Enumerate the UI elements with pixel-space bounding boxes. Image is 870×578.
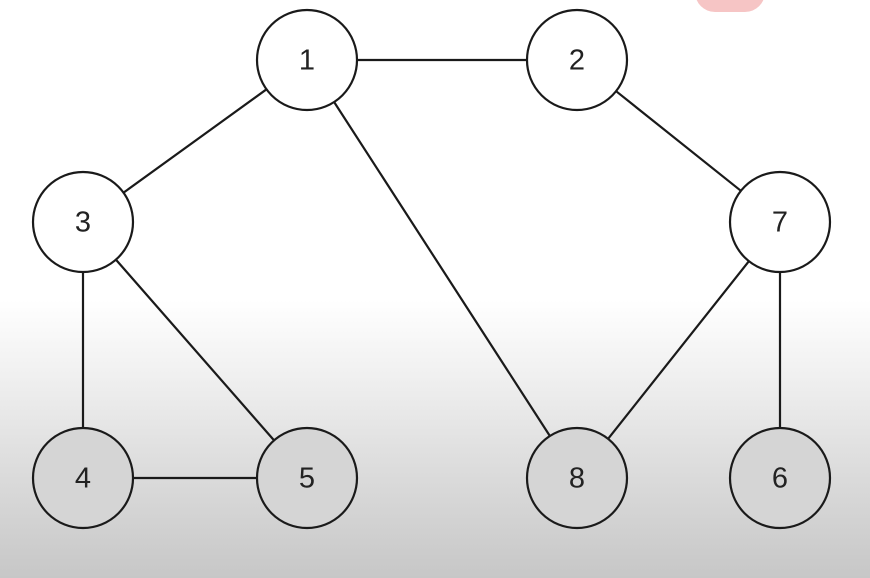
node-circle: [728, 170, 832, 274]
node-label: 4: [75, 463, 91, 495]
node-label: 7: [772, 207, 788, 239]
node-2: 2: [525, 8, 629, 112]
node-circle: [525, 426, 629, 530]
node-6: 6: [728, 426, 832, 530]
node-label: 2: [569, 45, 585, 77]
node-circle: [255, 8, 359, 112]
edge-1-3: [122, 88, 268, 194]
edge-7-8: [606, 260, 751, 440]
node-label: 8: [569, 463, 585, 495]
node-1: 1: [255, 8, 359, 112]
node-4: 4: [31, 426, 135, 530]
node-5: 5: [255, 426, 359, 530]
edge-1-8: [333, 100, 552, 438]
edge-3-5: [114, 258, 276, 442]
node-3: 3: [31, 170, 135, 274]
graph-nodes: 1 2 3 7 4 5 8 6: [31, 8, 832, 530]
node-circle: [31, 426, 135, 530]
node-circle: [728, 426, 832, 530]
node-circle: [255, 426, 359, 530]
pink-corner-decoration: [695, 0, 765, 12]
node-label: 1: [299, 45, 315, 77]
node-circle: [31, 170, 135, 274]
node-7: 7: [728, 170, 832, 274]
node-label: 3: [75, 207, 91, 239]
node-circle: [525, 8, 629, 112]
edge-2-7: [614, 90, 743, 192]
graph-edges: [81, 58, 782, 480]
node-label: 5: [299, 463, 315, 495]
node-8: 8: [525, 426, 629, 530]
node-label: 6: [772, 463, 788, 495]
